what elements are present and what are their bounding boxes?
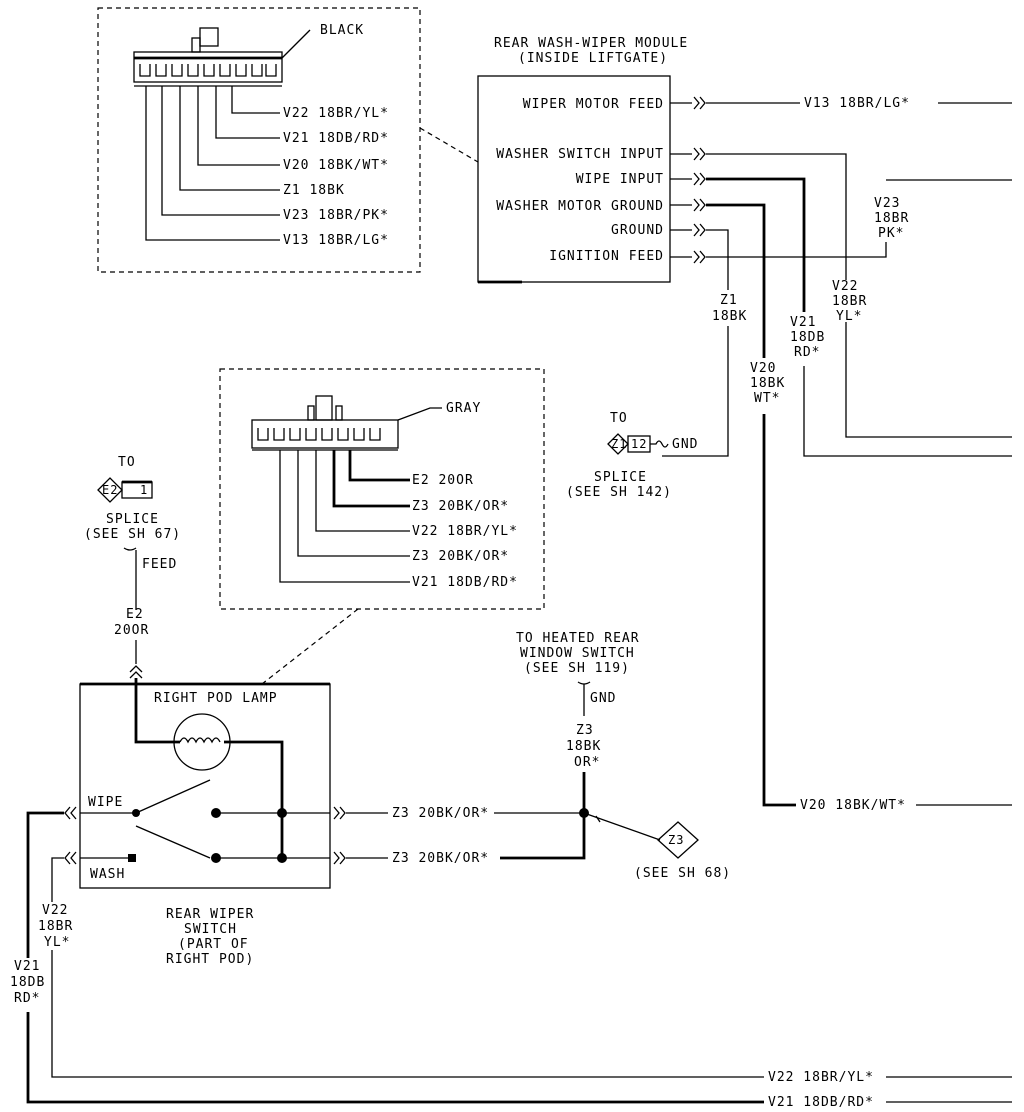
black-connector-inset <box>97 7 421 273</box>
switch-name: RIGHT POD) <box>166 952 254 967</box>
module-subtitle: (INSIDE LIFTGATE) <box>518 51 668 66</box>
switch-name: SWITCH <box>184 922 237 937</box>
wire-label-v23: V23 <box>874 196 900 211</box>
z3-reference: Z3 (SEE SH 68) <box>634 821 731 881</box>
black-pin-label: Z1 18BK <box>283 183 345 198</box>
module-row-label: WIPE INPUT <box>576 172 664 187</box>
gray-connector-inset <box>219 368 545 610</box>
rear-wiper-switch: RIGHT POD LAMP WIPE WASH REAR WIPER SWIT… <box>79 678 331 967</box>
wire-label-v20-right: V20 <box>750 361 776 376</box>
splice-e2: TO E2 1 SPLICE (SEE SH 67) FEED E2 20OR <box>84 455 181 679</box>
gray-connector: GRAY <box>251 395 481 451</box>
wire-label-v21-right: V21 <box>790 315 816 330</box>
splice-e2-feed: FEED <box>142 557 177 572</box>
wipe-label: WIPE <box>88 795 123 810</box>
splice-e2-pin: 1 <box>140 483 148 497</box>
heated-window-ground: TO HEATED REAR WINDOW SWITCH (SEE SH 119… <box>516 631 640 813</box>
z3-see: (SEE SH 68) <box>634 866 731 881</box>
wire-label-e2: E2 <box>126 607 144 622</box>
lamp-bulb <box>173 713 231 771</box>
module-row-label: WASHER SWITCH INPUT <box>496 147 664 162</box>
black-connector: BLACK <box>133 23 364 87</box>
gray-inset-leader <box>261 608 359 685</box>
left-bottom-wiring: V21 18DB/RD* V22 18BR/YL* V22 18BR YL* V… <box>10 811 1012 1110</box>
wire-label-v22-left: 18BR <box>38 919 73 934</box>
right-pod-lamp-label: RIGHT POD LAMP <box>154 691 278 706</box>
module-row-label: WASHER MOTOR GROUND <box>496 199 664 214</box>
gray-connector-pins: E2 20OR Z3 20BK/OR* V22 18BR/YL* Z3 20BK… <box>279 450 518 590</box>
switch-connectors: Z3 20BK/OR* Z3 20BK/OR* <box>64 806 661 866</box>
switch-name: (PART OF <box>178 937 249 952</box>
splice-z1: TO Z1 12 GND SPLICE (SEE SH 142) <box>566 411 698 500</box>
heated-gnd: GND <box>590 691 616 706</box>
z3-diamond <box>657 821 699 859</box>
wire-label-z3-top: Z3 <box>576 723 594 738</box>
heated-line: TO HEATED REAR <box>516 631 640 646</box>
gray-pin-label: Z3 20BK/OR* <box>412 549 509 564</box>
wire-label-v20-right: WT* <box>754 391 780 406</box>
black-inset-leader <box>419 127 479 163</box>
splice-e2-see: (SEE SH 67) <box>84 527 181 542</box>
black-pin-label: V21 18DB/RD* <box>283 131 389 146</box>
splice-z1-see: (SEE SH 142) <box>566 485 672 500</box>
wire-label-v20-bottom: V20 18BK/WT* <box>800 798 906 813</box>
wire-label-v21-right: RD* <box>794 345 820 360</box>
black-pin-label: V13 18BR/LG* <box>283 233 389 248</box>
z3-id: Z3 <box>668 833 684 847</box>
wire-label-v22-left: V22 <box>42 903 68 918</box>
module-title: REAR WASH-WIPER MODULE <box>494 36 688 51</box>
black-pin-label: V20 18BK/WT* <box>283 158 389 173</box>
splice-e2-label: SPLICE <box>106 512 159 527</box>
splice-z1-pin: 12 <box>631 437 647 451</box>
black-pin-label: V23 18BR/PK* <box>283 208 389 223</box>
wire-label-v22-right: V22 <box>832 279 858 294</box>
module-row-label: WIPER MOTOR FEED <box>523 97 664 112</box>
wire-label-v22-right: YL* <box>836 309 862 324</box>
wire-label-v22-bottom: V22 18BR/YL* <box>768 1070 874 1085</box>
heated-line: WINDOW SWITCH <box>520 646 635 661</box>
wash-label: WASH <box>90 867 125 882</box>
rear-wash-wiper-module: REAR WASH-WIPER MODULE (INSIDE LIFTGATE)… <box>477 36 688 284</box>
right-wiring: V13 18BR/LG* V20 18BK/WT* V23 18BR PK* V… <box>680 96 1012 813</box>
wire-label-z3-wash: Z3 20BK/OR* <box>392 851 489 866</box>
splice-z1-gnd: GND <box>672 437 698 452</box>
wire-label-v21-left: 18DB <box>10 975 45 990</box>
wire-label-e2: 20OR <box>114 623 149 638</box>
splice-e2-id: E2 <box>102 483 118 497</box>
splice-e2-to: TO <box>118 455 136 470</box>
wire-label-z1: Z1 <box>720 293 738 308</box>
switch-name: REAR WIPER <box>166 907 254 922</box>
wire-label-v23: PK* <box>878 226 904 241</box>
wire-label-z1: 18BK <box>712 309 747 324</box>
module-row-label: IGNITION FEED <box>549 249 664 264</box>
gray-pin-label: E2 20OR <box>412 473 474 488</box>
splice-z1-id: Z1 <box>611 437 627 451</box>
wire-label-z3-top: OR* <box>574 755 600 770</box>
gray-pin-label: Z3 20BK/OR* <box>412 499 509 514</box>
wire-label-v22-left: YL* <box>44 935 70 950</box>
splice-z1-to: TO <box>610 411 628 426</box>
wire-label-v20-right: 18BK <box>750 376 785 391</box>
gray-connector-label: GRAY <box>446 401 481 416</box>
gray-pin-label: V21 18DB/RD* <box>412 575 518 590</box>
splice-z1-label: SPLICE <box>594 470 647 485</box>
wire-label-v21-left: V21 <box>14 959 40 974</box>
wire-label-v21-left: RD* <box>14 991 40 1006</box>
black-pin-label: V22 18BR/YL* <box>283 106 389 121</box>
wire-label-z3-top: 18BK <box>566 739 601 754</box>
wire-label-v13: V13 18BR/LG* <box>804 96 910 111</box>
wire-label-v22-right: 18BR <box>832 294 867 309</box>
wire-label-v23: 18BR <box>874 211 909 226</box>
black-connector-pins: V22 18BR/YL* V21 18DB/RD* V20 18BK/WT* Z… <box>145 86 389 248</box>
wire-label-v21-right: 18DB <box>790 330 825 345</box>
gray-pin-label: V22 18BR/YL* <box>412 524 518 539</box>
heated-line: (SEE SH 119) <box>524 661 630 676</box>
black-connector-label: BLACK <box>320 23 364 38</box>
wire-label-v21-bottom: V21 18DB/RD* <box>768 1095 874 1110</box>
module-pin-stubs <box>670 96 706 264</box>
module-row-label: GROUND <box>611 223 664 238</box>
wire-label-z3-wipe: Z3 20BK/OR* <box>392 806 489 821</box>
